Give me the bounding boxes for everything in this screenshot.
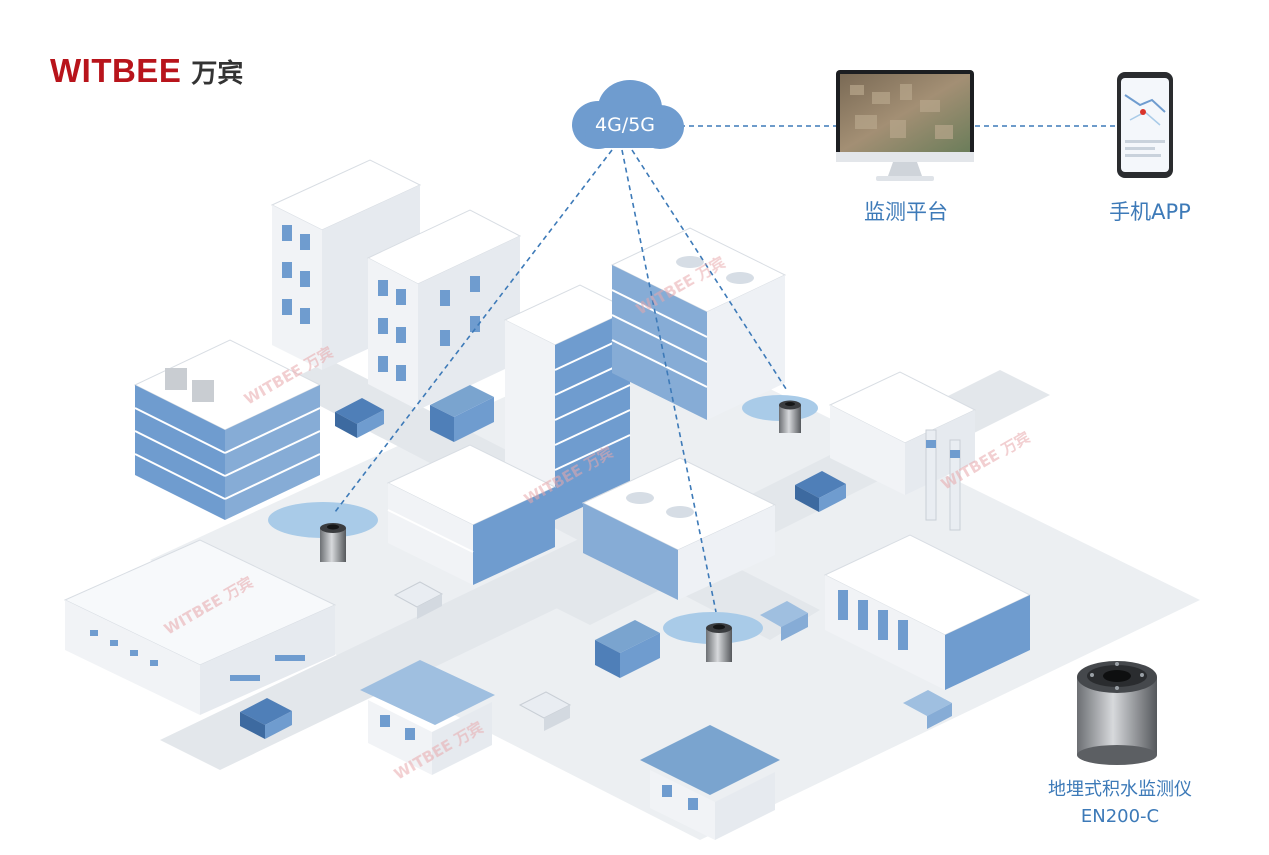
device-name: 地埋式积水监测仪 [1048, 779, 1192, 800]
building-low-center [386, 444, 557, 585]
device-model: EN200-C [1080, 806, 1160, 827]
car-6 [518, 691, 572, 731]
app-label: 手机APP [1109, 200, 1191, 224]
product-sensor-image [1077, 661, 1157, 765]
sensor-left [320, 523, 346, 562]
vehicles [240, 385, 952, 739]
sensor-center [706, 623, 732, 662]
road-sensors [320, 400, 801, 662]
brand-name-en: WITBEE [50, 52, 182, 89]
car-2 [795, 471, 846, 512]
link-sensor-top [631, 149, 789, 393]
building-office-left [133, 339, 322, 520]
cloud-label: 4G/5G [595, 114, 655, 136]
house-left [360, 660, 495, 775]
link-sensor-center [621, 149, 717, 613]
device-caption: 地埋式积水监测仪 EN200-C [1010, 776, 1230, 830]
car-7 [903, 690, 952, 729]
platform-label: 监测平台 [864, 200, 948, 224]
network-links [334, 125, 1117, 613]
buildings [63, 159, 1032, 840]
phone-node [1117, 72, 1173, 178]
car-4 [760, 601, 808, 641]
car-1 [335, 398, 384, 438]
car-5 [240, 698, 292, 739]
brand-logo: WITBEE 万宾 [50, 52, 243, 90]
building-factory [823, 371, 1032, 690]
cloud-node: 4G/5G [572, 80, 684, 149]
building-tall-middle [366, 209, 522, 410]
puddle-left [268, 502, 378, 538]
brand-name-cn: 万宾 [191, 59, 244, 89]
monitor-node [836, 70, 974, 181]
building-low-right [581, 457, 777, 600]
building-warehouse [63, 539, 337, 715]
car-3 [393, 581, 444, 619]
sensor-top [779, 400, 801, 433]
truck-1 [430, 385, 494, 442]
house-bottom [640, 725, 780, 840]
link-sensor-left [334, 149, 613, 513]
building-office-right [610, 227, 787, 420]
truck-2 [595, 620, 660, 678]
